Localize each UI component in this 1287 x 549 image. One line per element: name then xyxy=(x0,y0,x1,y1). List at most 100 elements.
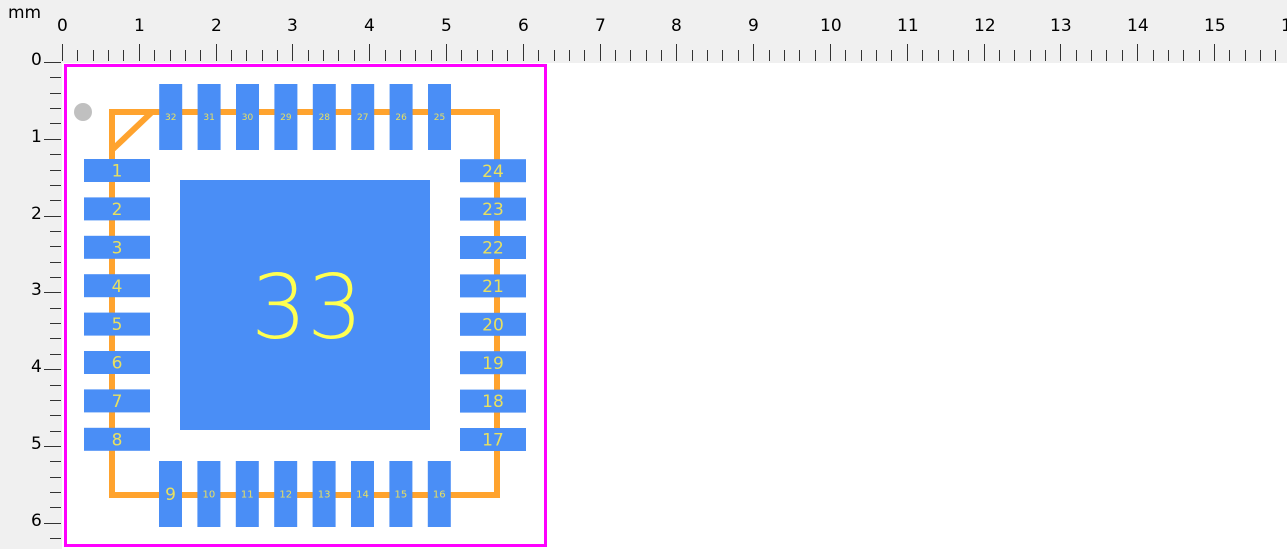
pad-label: 9 xyxy=(165,485,176,505)
pad[interactable] xyxy=(197,461,221,527)
pad[interactable] xyxy=(389,461,413,527)
ruler-tick xyxy=(753,44,754,61)
pad-label: 3 xyxy=(112,238,123,258)
ruler-tick xyxy=(50,262,61,263)
ruler-tick xyxy=(907,44,908,61)
pad[interactable] xyxy=(460,389,526,413)
pad[interactable] xyxy=(159,84,183,150)
ruler-tick xyxy=(1275,50,1276,61)
ruler-tick xyxy=(600,44,601,61)
pad[interactable] xyxy=(84,427,150,451)
ruler-tick xyxy=(44,369,61,370)
pad-label: 27 xyxy=(357,113,368,123)
pad[interactable] xyxy=(460,197,526,221)
ruler-tick xyxy=(646,50,647,61)
ruler-tick xyxy=(50,507,61,508)
pad-label: 22 xyxy=(482,239,504,259)
pad[interactable] xyxy=(351,461,374,527)
pad-label: 20 xyxy=(482,315,504,335)
pad[interactable] xyxy=(236,84,259,150)
pad[interactable] xyxy=(84,351,150,374)
ruler-tick xyxy=(876,50,877,61)
ruler-tick xyxy=(154,50,155,61)
ruler-tick xyxy=(738,50,739,61)
ruler-tick xyxy=(50,154,61,155)
ruler-label: 6 xyxy=(31,511,42,531)
ruler-tick xyxy=(1045,50,1046,61)
ruler-tick xyxy=(630,50,631,61)
ruler-edge xyxy=(62,62,1287,63)
ruler-tick xyxy=(139,44,140,61)
ruler-tick xyxy=(1183,50,1184,61)
ruler-tick xyxy=(1106,50,1107,61)
pad-label: 25 xyxy=(434,113,445,123)
pad[interactable] xyxy=(84,274,150,298)
pad-label: 30 xyxy=(242,113,254,123)
pad[interactable] xyxy=(274,84,298,150)
pad[interactable] xyxy=(460,236,526,259)
ruler-tick xyxy=(538,50,539,61)
center-pad[interactable] xyxy=(180,180,430,430)
ruler-tick xyxy=(50,431,61,432)
ruler-tick xyxy=(1260,50,1261,61)
ruler-tick xyxy=(77,50,78,61)
ruler-tick xyxy=(815,50,816,61)
ruler-label: 6 xyxy=(518,16,529,36)
ruler-tick xyxy=(50,277,61,278)
pad[interactable] xyxy=(274,461,298,527)
pad[interactable] xyxy=(460,274,526,298)
pad[interactable] xyxy=(235,461,259,527)
ruler-label: 3 xyxy=(31,280,42,300)
pad[interactable] xyxy=(159,461,182,527)
ruler-label: 0 xyxy=(57,16,68,36)
ruler-label: 11 xyxy=(897,16,919,36)
pad[interactable] xyxy=(460,428,526,451)
pad[interactable] xyxy=(389,84,413,150)
ruler-tick xyxy=(861,50,862,61)
ruler-tick xyxy=(1229,50,1230,61)
pad[interactable] xyxy=(460,159,526,183)
ruler-label: 3 xyxy=(287,16,298,36)
ruler-tick xyxy=(692,50,693,61)
ruler-tick xyxy=(50,308,61,309)
ruler-tick xyxy=(50,323,61,324)
pad-label: 29 xyxy=(280,113,292,123)
pin1-marker xyxy=(74,103,92,121)
ruler-label: 2 xyxy=(211,16,222,36)
pad[interactable] xyxy=(84,197,150,221)
pad[interactable] xyxy=(312,461,336,527)
ruler-tick xyxy=(50,400,61,401)
pad-label: 13 xyxy=(318,490,331,501)
ruler-tick xyxy=(1060,44,1061,61)
ruler-tick xyxy=(50,200,61,201)
ruler-tick xyxy=(707,50,708,61)
pad[interactable] xyxy=(427,461,451,527)
ruler-tick xyxy=(461,50,462,61)
ruler-tick xyxy=(523,44,524,61)
ruler-tick xyxy=(1076,50,1077,61)
ruler-tick xyxy=(830,44,831,61)
pad[interactable] xyxy=(351,84,375,150)
pad[interactable] xyxy=(197,84,221,150)
ruler-tick xyxy=(44,292,61,293)
pad[interactable] xyxy=(84,389,150,413)
pad[interactable] xyxy=(312,84,336,150)
pad[interactable] xyxy=(84,235,150,259)
ruler-tick xyxy=(1168,50,1169,61)
ruler-tick xyxy=(968,50,969,61)
pad[interactable] xyxy=(428,84,451,150)
ruler-tick xyxy=(1153,50,1154,61)
ruler-label: 14 xyxy=(1127,16,1149,36)
pad[interactable] xyxy=(84,159,150,182)
pad-label: 21 xyxy=(482,277,504,297)
pad-label: 17 xyxy=(482,431,504,451)
pad[interactable] xyxy=(460,351,526,375)
pad[interactable] xyxy=(84,312,150,336)
pad[interactable] xyxy=(460,312,526,336)
ruler-label: 12 xyxy=(974,16,996,36)
ruler-tick xyxy=(891,50,892,61)
ruler-tick xyxy=(338,50,339,61)
ruler-tick xyxy=(1137,44,1138,61)
ruler-tick xyxy=(584,50,585,61)
